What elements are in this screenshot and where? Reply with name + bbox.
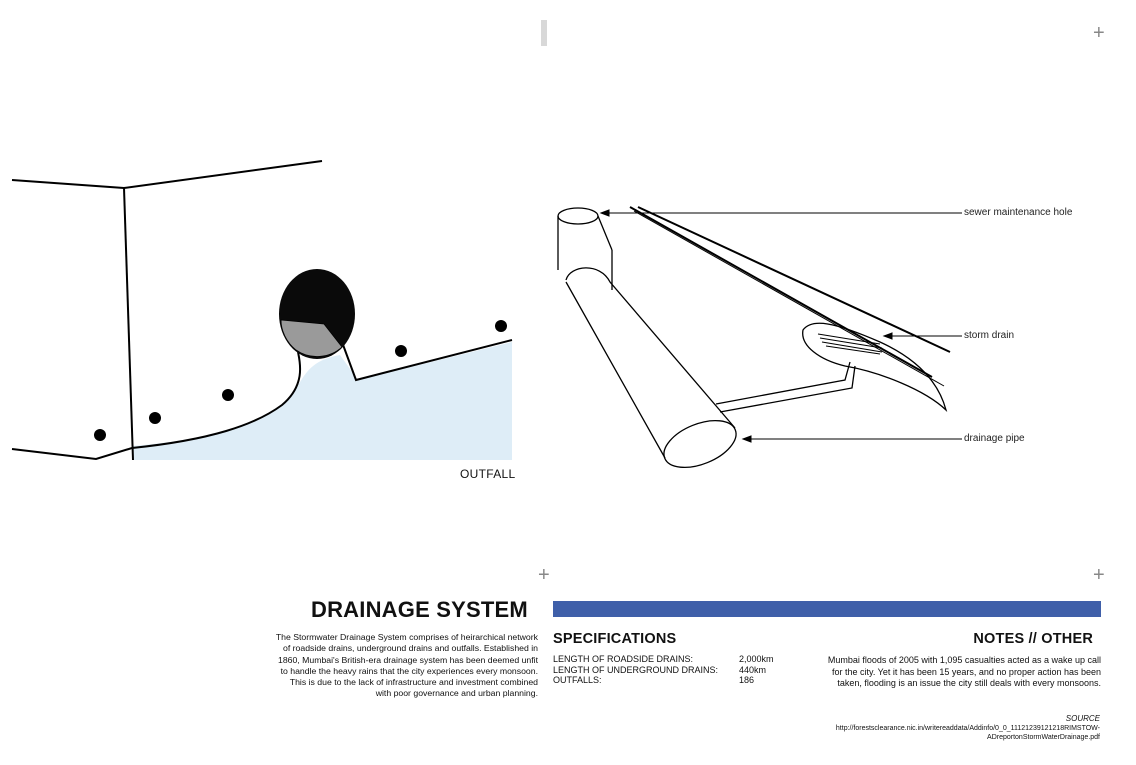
notes-line: for the city. Yet it has been 15 years, …: [831, 666, 1101, 677]
print-artifact: [541, 20, 547, 46]
outfall-point: [94, 429, 106, 441]
ground-line: [11, 351, 302, 461]
storm-drain-grate: [817, 333, 883, 355]
description: The Stormwater Drainage System comprises…: [250, 632, 538, 700]
spec-value: 2,000km: [739, 654, 774, 664]
description-line: of roadside drains, underground drains a…: [283, 643, 538, 654]
description-line: 1860, Mumbai's British-era drainage syst…: [277, 654, 538, 665]
notes-heading: NOTES // OTHER: [973, 631, 1093, 647]
description-line: This is due to the lack of infrastructur…: [289, 677, 538, 688]
description-line: The Stormwater Drainage System comprises…: [275, 632, 538, 642]
manhole-shaft-edge: [597, 215, 613, 251]
callout-sewer-maintenance-hole: sewer maintenance hole: [964, 207, 1073, 218]
wall-top-edge-left: [11, 179, 125, 189]
outfall-pipe-shade: [280, 319, 343, 357]
road-curb-line: [633, 210, 945, 387]
drainage-section-diagram: [557, 206, 951, 469]
registration-mark-mid-right: +: [1093, 564, 1105, 586]
spec-row: OUTFALLS: 186: [553, 675, 793, 686]
spec-label: LENGTH OF ROADSIDE DRAINS:: [553, 654, 694, 664]
leader-arrow: [741, 435, 752, 443]
road-curb-line: [629, 206, 933, 378]
callout-drainage-pipe: drainage pipe: [964, 433, 1025, 444]
drainage-pipe-body: [565, 267, 736, 459]
description-line: to handle the heavy rains that the city …: [280, 665, 538, 676]
sewer-maintenance-hole: [557, 207, 599, 225]
spec-label: OUTFALLS:: [553, 675, 602, 685]
outfall-caption: OUTFALL: [460, 467, 516, 481]
specifications-heading: SPECIFICATIONS: [553, 631, 677, 647]
spec-value: 440km: [739, 664, 767, 675]
storm-drain: [802, 322, 948, 413]
description-line: with poor governance and urban planning.: [375, 688, 538, 699]
drainage-pipe: [663, 419, 737, 469]
callout-storm-drain: storm drain: [964, 330, 1015, 341]
spec-row: LENGTH OF UNDERGROUND DRAINS: 440km: [553, 665, 793, 676]
spec-value: 186: [739, 675, 755, 685]
wall-corner: [123, 187, 134, 461]
notes-line: Mumbai floods of 2005 with 1,095 casualt…: [827, 655, 1101, 665]
leader-arrow: [882, 332, 893, 340]
notes-text: Mumbai floods of 2005 with 1,095 casualt…: [801, 655, 1101, 690]
connector-pipe: [715, 361, 856, 413]
outfall-point: [495, 320, 507, 332]
spec-label: LENGTH OF UNDERGROUND DRAINS:: [553, 664, 719, 675]
outfall-point: [395, 345, 407, 357]
notes-line: taken, flooding is an issue the city sti…: [837, 678, 1101, 688]
road-curb-line: [637, 206, 951, 353]
callout-leaders: [599, 209, 962, 443]
source-url-line: ADreportonStormWaterDrainage.pdf: [987, 734, 1100, 741]
registration-mark-top-right: +: [1093, 22, 1105, 44]
water-area: [132, 342, 512, 460]
specifications-list: LENGTH OF ROADSIDE DRAINS: 2,000km LENGT…: [553, 654, 793, 686]
source-url-line: http://forestsclearance.nic.in/writeread…: [835, 725, 1100, 732]
accent-bar: [553, 601, 1101, 617]
spec-row: LENGTH OF ROADSIDE DRAINS: 2,000km: [553, 654, 793, 665]
registration-mark-mid-center: +: [538, 564, 550, 586]
source-label: SOURCE: [1065, 714, 1100, 723]
outfall-point: [222, 389, 234, 401]
bank-line: [341, 339, 513, 382]
leader-arrow: [599, 209, 610, 217]
outfall-point: [149, 412, 161, 424]
wall-top-edge-right: [123, 160, 323, 189]
source-text: http://forestsclearance.nic.in/writeread…: [780, 724, 1100, 742]
page-title: DRAINAGE SYSTEM: [311, 597, 528, 622]
